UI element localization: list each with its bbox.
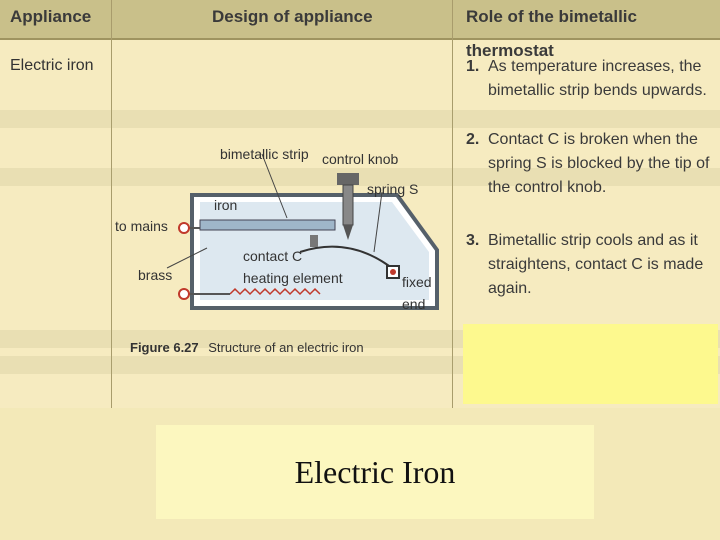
label-heating-element: heating element <box>243 270 343 286</box>
highlight-box <box>463 324 718 404</box>
faded-background-text <box>0 110 720 128</box>
heating-element <box>229 287 321 296</box>
role-item: 3. Bimetallic strip cools and as it stra… <box>466 229 716 301</box>
label-control-knob: control knob <box>322 151 398 167</box>
fixed-end-pin <box>390 269 396 275</box>
label-fixed: fixed <box>402 274 432 290</box>
figure-caption: Figure 6.27 Structure of an electric iro… <box>130 340 364 355</box>
control-knob <box>337 173 359 185</box>
role-item: 1. As temperature increases, the bimetal… <box>466 55 716 103</box>
role-number: 3. <box>466 232 480 249</box>
control-knob-tip <box>343 225 353 240</box>
brass-pointer <box>166 247 208 269</box>
figure-title: Structure of an electric iron <box>208 340 363 355</box>
role-item: 2. Contact C is broken when the spring S… <box>466 128 716 200</box>
spring-s <box>299 245 398 273</box>
header-appliance: Appliance <box>0 0 112 40</box>
role-text: Contact C is broken when the spring S is… <box>488 131 710 196</box>
faded-background-text <box>0 168 720 186</box>
role-number: 2. <box>466 131 480 148</box>
appliance-name: Electric iron <box>10 57 94 74</box>
column-divider <box>452 0 453 408</box>
role-text: As temperature increases, the bimetallic… <box>488 58 707 99</box>
role-text: Bimetallic strip cools and as it straigh… <box>488 232 704 297</box>
spring-s-pointer <box>373 191 383 253</box>
label-bimetallic-strip: bimetallic strip <box>220 146 309 162</box>
label-to-mains: to mains <box>115 218 168 234</box>
column-divider <box>111 0 112 408</box>
slide-caption: Electric Iron <box>294 453 456 490</box>
caption-box: Electric Iron <box>156 425 594 519</box>
label-iron: iron <box>214 197 237 213</box>
control-knob-stem <box>342 184 354 226</box>
header-design: Design of appliance <box>112 0 452 40</box>
brass-terminal <box>178 288 190 300</box>
label-contact-c: contact C <box>243 248 302 264</box>
contact-c <box>310 235 318 247</box>
bimetallic-strip <box>199 219 336 231</box>
header-role: Role of the bimetallic thermostat <box>452 0 720 60</box>
appliance-table: Appliance Design of appliance Role of th… <box>0 0 720 408</box>
mains-terminal <box>178 222 190 234</box>
label-spring-s: spring S <box>367 181 418 197</box>
bimetallic-strip-pointer <box>261 153 288 219</box>
label-end: end <box>402 296 425 312</box>
label-brass: brass <box>138 267 172 283</box>
role-number: 1. <box>466 58 480 75</box>
figure-number: Figure 6.27 <box>130 340 199 355</box>
electric-iron-diagram: bimetallic strip control knob spring S i… <box>115 146 439 355</box>
